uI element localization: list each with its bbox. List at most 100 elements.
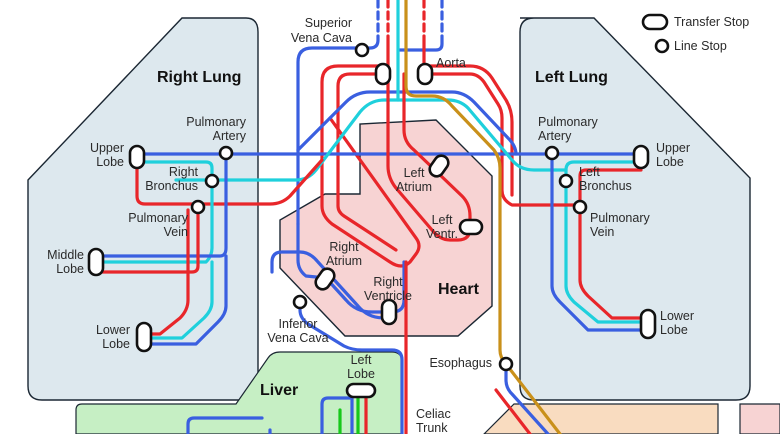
- stop-left-atrium[interactable]: [427, 153, 451, 179]
- right-lung-title: Right Lung: [157, 69, 241, 86]
- label-liver-left-lobe-2: Lobe: [347, 367, 375, 381]
- stops-layer: [87, 42, 657, 399]
- label-ll-upper-lobe-2: Lobe: [656, 155, 684, 169]
- pulmonary-blue-arch: [296, 90, 518, 156]
- liver-blue-line-2: [320, 396, 352, 434]
- stop-ll-lower-lobe[interactable]: [639, 308, 657, 340]
- label-rl-pulmonary-artery-2: Artery: [213, 129, 247, 143]
- aorta-center-red-2: [422, 72, 557, 207]
- stop-right-bronchus[interactable]: [204, 173, 220, 189]
- label-rl-lower-lobe-2: Lobe: [102, 337, 130, 351]
- label-right-bronchus-1: Right: [169, 165, 199, 179]
- label-superior-vena-cava-2: Vena Cava: [291, 31, 352, 45]
- label-left-bronchus-1: Left: [579, 165, 600, 179]
- aorta-right-red: [422, 34, 514, 197]
- legend-transfer-stop-icon: [641, 13, 669, 31]
- label-ll-lower-lobe-2: Lobe: [660, 323, 688, 337]
- right-heart-blue: [296, 222, 328, 280]
- aorta-center-red: [336, 72, 398, 252]
- label-right-atrium-2: Atrium: [326, 254, 362, 268]
- label-esophagus: Esophagus: [429, 356, 492, 370]
- liver-blue-line-3: [186, 416, 264, 434]
- label-left-ventricle-2: Ventr.: [426, 227, 458, 241]
- legend-line-stop-label: Line Stop: [674, 39, 727, 53]
- heart-title: Heart: [438, 281, 480, 298]
- label-ll-lower-lobe-1: Lower: [660, 309, 694, 323]
- rl-red-line: [135, 152, 324, 206]
- label-rl-middle-lobe-1: Middle: [47, 248, 84, 262]
- rl-blue-branch: [94, 152, 228, 258]
- stop-ll-pulmonary-artery[interactable]: [544, 145, 560, 161]
- rl-lower-cyan: [142, 260, 214, 340]
- label-ll-pulmonary-artery-2: Artery: [538, 129, 572, 143]
- label-rl-middle-lobe-2: Lobe: [56, 262, 84, 276]
- labels-layer: Right Lung Left Lung Heart Liver Superio…: [47, 16, 694, 434]
- left-lung-title: Left Lung: [535, 69, 608, 86]
- legend: Transfer Stop Line Stop: [641, 13, 749, 54]
- label-left-bronchus-2: Bronchus: [579, 179, 632, 193]
- label-right-ventricle-2: Ventricle: [364, 289, 412, 303]
- label-ll-pulmonary-vein-2: Vein: [590, 225, 614, 239]
- rl-lower-red: [142, 208, 190, 336]
- label-left-ventricle-1: Left: [432, 213, 453, 227]
- stop-right-atrium[interactable]: [313, 266, 337, 292]
- stop-right-ventricle[interactable]: [380, 298, 398, 326]
- label-inferior-vena-cava-1: Inferior: [279, 317, 318, 331]
- label-rl-upper-lobe-1: Upper: [90, 141, 124, 155]
- esophagus-blue-line: [504, 362, 550, 434]
- superior-vena-cava-line: [296, 34, 380, 226]
- stop-rl-lower-lobe[interactable]: [135, 321, 153, 353]
- label-ll-pulmonary-artery-1: Pulmonary: [538, 115, 598, 129]
- stop-liver-left-lobe[interactable]: [345, 382, 377, 399]
- label-left-atrium-2: Atrium: [396, 180, 432, 194]
- aorta-arch-red: [320, 34, 421, 268]
- right-blue-descending: [398, 34, 444, 52]
- stop-rl-upper-lobe[interactable]: [128, 144, 146, 170]
- stop-superior-vena-cava[interactable]: [354, 42, 370, 58]
- left-heart-red-loop: [386, 72, 472, 242]
- label-ll-pulmonary-vein-1: Pulmonary: [590, 211, 650, 225]
- label-left-atrium-1: Left: [404, 166, 425, 180]
- liver-title: Liver: [260, 382, 298, 399]
- stop-aorta-left[interactable]: [374, 62, 392, 86]
- spleen-region: [739, 403, 780, 434]
- legend-transfer-stop-label: Transfer Stop: [674, 15, 749, 29]
- inferior-vena-cava-line: [270, 250, 394, 320]
- label-rl-pulmonary-vein-2: Vein: [164, 225, 188, 239]
- stop-rl-middle-lobe[interactable]: [87, 247, 105, 277]
- label-ll-upper-lobe-1: Upper: [656, 141, 690, 155]
- rl-red-branch: [94, 206, 200, 274]
- stop-ll-pulmonary-vein[interactable]: [572, 199, 588, 215]
- inferior-vena-cava-down: [298, 300, 404, 434]
- label-liver-left-lobe-1: Left: [351, 353, 372, 367]
- stop-left-bronchus[interactable]: [558, 173, 574, 189]
- label-rl-lower-lobe-1: Lower: [96, 323, 130, 337]
- label-rl-upper-lobe-2: Lobe: [96, 155, 124, 169]
- stop-ll-upper-lobe[interactable]: [632, 144, 650, 170]
- rl-lower-blue: [142, 254, 228, 346]
- label-right-bronchus-2: Bronchus: [145, 179, 198, 193]
- label-right-atrium-1: Right: [329, 240, 359, 254]
- label-right-ventricle-1: Right: [373, 275, 403, 289]
- esophagus-red-line: [494, 388, 532, 434]
- label-rl-pulmonary-artery-1: Pulmonary: [186, 115, 246, 129]
- stop-left-ventricle[interactable]: [458, 218, 484, 236]
- stop-esophagus[interactable]: [498, 356, 514, 372]
- label-celiac-trunk-1: Celiac: [416, 407, 451, 421]
- stop-inferior-vena-cava[interactable]: [292, 294, 308, 310]
- label-rl-pulmonary-vein-1: Pulmonary: [128, 211, 188, 225]
- label-celiac-trunk-2: Trunk: [416, 421, 448, 434]
- label-inferior-vena-cava-2: Vena Cava: [267, 331, 328, 345]
- label-superior-vena-cava-1: Superior: [305, 16, 352, 30]
- stop-rl-pulmonary-artery[interactable]: [218, 145, 234, 161]
- label-aorta: Aorta: [436, 56, 466, 70]
- stop-aorta-right[interactable]: [416, 62, 434, 86]
- ll-red-line: [578, 168, 650, 320]
- ll-cyan-line: [564, 160, 650, 324]
- legend-line-stop-icon: [654, 38, 670, 54]
- digestive-gold-line: [404, 0, 562, 434]
- ll-blue-line: [550, 152, 650, 332]
- stop-rl-pulmonary-vein[interactable]: [190, 199, 206, 215]
